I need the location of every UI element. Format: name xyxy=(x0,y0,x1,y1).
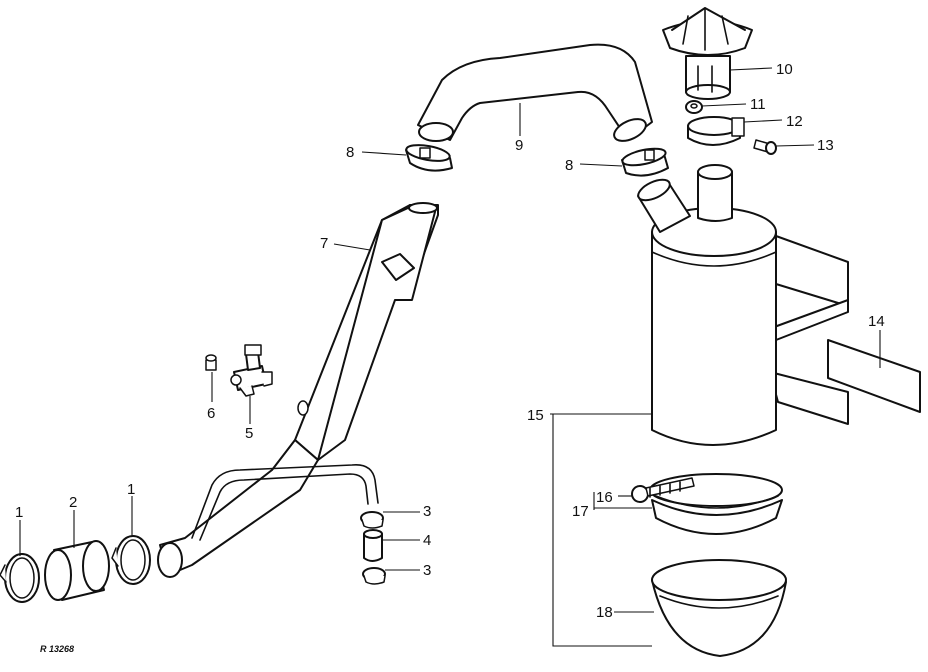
intake-tube-part-7 xyxy=(157,202,439,578)
dust-cup-part-18 xyxy=(651,559,787,657)
nut-part-11 xyxy=(685,100,703,114)
callout-labels: 1 2 1 3 4 3 5 6 7 8 9 8 10 11 12 13 14 1… xyxy=(15,61,885,654)
callout-14: 14 xyxy=(868,313,885,330)
callout-5: 5 xyxy=(245,425,253,442)
air-cleaner-body-part-15 xyxy=(637,164,849,446)
short-hose-part-4 xyxy=(363,529,383,562)
callout-16: 16 xyxy=(596,489,613,506)
upper-hose-part-9 xyxy=(417,43,653,142)
hose-clamp-part-1-right xyxy=(111,535,151,585)
callout-9: 9 xyxy=(515,137,523,154)
callout-13: 13 xyxy=(817,137,834,154)
callout-8-right: 8 xyxy=(565,157,573,174)
callout-10: 10 xyxy=(776,61,793,78)
callout-7: 7 xyxy=(320,235,328,252)
hose-clamp-part-8-right xyxy=(621,147,669,177)
callout-8-left: 8 xyxy=(346,144,354,161)
callout-11: 11 xyxy=(750,96,766,113)
precleaner-cap-part-10 xyxy=(662,7,753,100)
callout-15: 15 xyxy=(527,407,544,424)
bolt-part-13 xyxy=(753,139,777,155)
cup-clamp-part-16-17 xyxy=(631,473,783,535)
leader-lines xyxy=(19,67,881,647)
tee-fitting-part-5 xyxy=(230,344,273,397)
hose-sleeve-part-2 xyxy=(44,540,110,601)
callout-3-upper: 3 xyxy=(423,503,431,520)
callout-4: 4 xyxy=(423,532,431,549)
callout-17: 17 xyxy=(572,503,589,520)
callout-1-left: 1 xyxy=(15,504,23,521)
callout-18: 18 xyxy=(596,604,613,621)
hose-clamp-part-8-left xyxy=(405,144,453,172)
callout-6: 6 xyxy=(207,405,215,422)
figure-id: R 13268 xyxy=(40,644,74,654)
callout-3-lower: 3 xyxy=(423,562,431,579)
plate-part-14 xyxy=(827,339,921,413)
band-clamp-part-12 xyxy=(687,116,745,146)
plug-part-6 xyxy=(205,354,217,371)
callout-12: 12 xyxy=(786,113,803,130)
callout-2: 2 xyxy=(69,494,77,511)
hose-clamp-part-1-left xyxy=(0,553,40,603)
small-clamp-part-3-upper xyxy=(360,511,384,529)
callout-1-right: 1 xyxy=(127,481,135,498)
small-clamp-part-3-lower xyxy=(362,567,386,585)
